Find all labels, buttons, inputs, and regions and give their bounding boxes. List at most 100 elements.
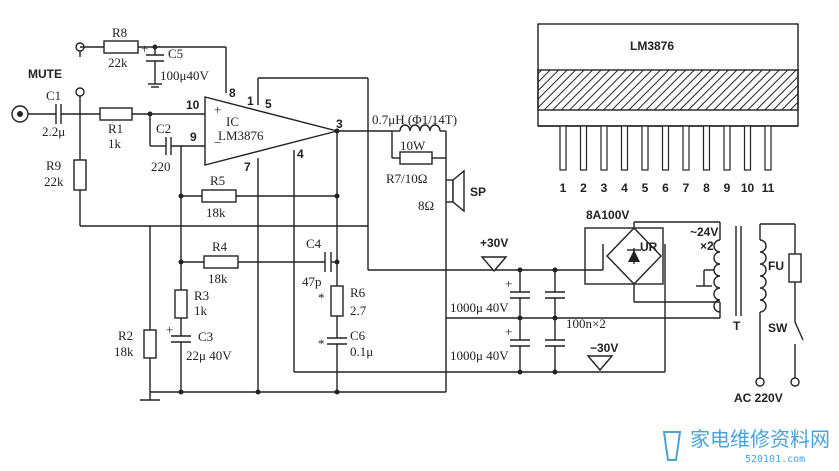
package-pin-10	[743, 125, 752, 171]
resistor-r4: R4 18k	[178, 196, 300, 286]
package-pin-label: 7	[683, 181, 690, 195]
r5-label: R5	[210, 173, 225, 188]
c1-value: 2.2μ	[42, 124, 65, 139]
resistor-r3: R3 1k	[174, 262, 209, 336]
package-pin-label: 4	[621, 181, 628, 195]
transformer-t: ~24V ×2 T	[633, 221, 767, 333]
capacitor-c3: + C3 22μ 40V	[166, 322, 232, 392]
filter-capacitors: + + 1000μ 40V 1000μ 40V 100n×2	[446, 267, 720, 375]
r1-value: 1k	[108, 136, 122, 151]
speaker-sp: SP 8Ω	[418, 169, 486, 213]
input-jack	[11, 105, 56, 123]
transformer-label: T	[733, 319, 741, 333]
r7-power: 10W	[400, 138, 426, 153]
package-pin-label: 2	[580, 181, 587, 195]
resistor-r2: R2 18k	[114, 226, 157, 392]
c5-label: C5	[168, 46, 183, 61]
bridge-label: UR	[640, 240, 658, 254]
capacitor-c1: C1 2.2μ	[42, 88, 100, 139]
mute-label: MUTE	[28, 67, 62, 81]
package-pin-6	[661, 125, 670, 171]
watermark-text: 家电维修资料网	[690, 427, 830, 451]
package-pin-label: 3	[601, 181, 608, 195]
cap-top-plus: +	[505, 276, 512, 291]
cap-bot-value: 1000μ 40V	[450, 348, 509, 363]
ic-name: LM3876	[218, 128, 264, 143]
mains-input: FU SW AC 220V	[734, 223, 804, 405]
watermark: 家电维修资料网 520101.com	[662, 427, 830, 465]
fuse-label: FU	[768, 259, 784, 273]
c1-label: C1	[46, 88, 61, 103]
r6-value: 2.7	[350, 303, 367, 318]
package-pin-label: 6	[662, 181, 669, 195]
c4-value: 47p	[302, 274, 322, 289]
c5-value: 100μ40V	[160, 68, 209, 83]
pin-1-label: 1	[247, 94, 254, 108]
package-title: LM3876	[630, 39, 674, 53]
output-inductor: 0.7μH (Φ1/14T)	[372, 112, 457, 180]
transformer-secondary: ~24V	[690, 225, 718, 239]
r6-star: *	[318, 290, 325, 305]
package-pin-1	[559, 125, 567, 171]
package-pin-label: 5	[642, 181, 649, 195]
speaker-label: SP	[470, 185, 486, 199]
package-pin-11	[764, 125, 772, 171]
resistor-r9: R9 22k	[44, 114, 368, 227]
pin-3-label: 3	[336, 117, 343, 131]
r4-value: 18k	[208, 271, 228, 286]
watermark-url: 520101.com	[745, 454, 805, 465]
capacitor-c4: C4 47p	[300, 236, 340, 289]
ic-lm3876: + − IC LM3876 10 9 8 1 5 3 7 4	[186, 77, 369, 392]
resistor-r1: R1 1k	[99, 107, 205, 151]
v-neg-label: −30V	[590, 341, 618, 355]
c3-value: 22μ 40V	[186, 348, 232, 363]
resistor-r6: * R6 2.7	[318, 285, 367, 338]
resistor-r8: R8 22k	[80, 25, 227, 93]
c4-label: C4	[306, 236, 322, 251]
bridge-rectifier-ur: 8A100V UR	[584, 208, 664, 286]
package-pin-5	[641, 125, 649, 171]
cap-mid-value: 100n×2	[566, 316, 606, 331]
switch-label: SW	[768, 321, 788, 335]
package-pin-label: 9	[724, 181, 731, 195]
pin-8-label: 8	[229, 86, 236, 100]
c6-star: *	[318, 336, 325, 351]
package-pin-7	[682, 125, 690, 171]
r6-label: R6	[350, 285, 366, 300]
pin-4-label: 4	[297, 147, 304, 161]
pin-10-label: 10	[186, 98, 200, 112]
mains-label: AC 220V	[734, 391, 783, 405]
package-pin-label: 10	[741, 181, 755, 195]
r9-label: R9	[46, 158, 61, 173]
package-pin-label: 1	[560, 181, 567, 195]
c5-plus: +	[141, 41, 148, 56]
c6-value: 0.1μ	[350, 344, 373, 359]
resistor-r7: 10W R7/10Ω	[386, 131, 446, 186]
r3-value: 1k	[194, 303, 208, 318]
package-pin-3	[600, 125, 608, 171]
pin-7-label: 7	[244, 160, 251, 174]
pin-9-label: 9	[190, 130, 197, 144]
ic-symbol: IC	[226, 114, 239, 129]
r3-label: R3	[194, 288, 209, 303]
r2-label: R2	[118, 328, 133, 343]
r8-value: 22k	[108, 55, 128, 70]
transformer-multiplier: ×2	[700, 239, 714, 253]
r9-value: 22k	[44, 174, 64, 189]
c6-label: C6	[350, 328, 366, 343]
speaker-impedance: 8Ω	[418, 198, 434, 213]
package-pin-8	[702, 125, 711, 171]
package-pin-label: 11	[762, 181, 775, 195]
v-pos-label: +30V	[480, 236, 508, 250]
c2-label: C2	[156, 121, 171, 136]
r2-value: 18k	[114, 344, 134, 359]
mute-input: MUTE	[28, 42, 85, 114]
ic-plus: +	[214, 102, 221, 117]
r8-label: R8	[112, 25, 127, 40]
r1-label: R1	[108, 121, 123, 136]
package-pin-label: 8	[703, 181, 710, 195]
